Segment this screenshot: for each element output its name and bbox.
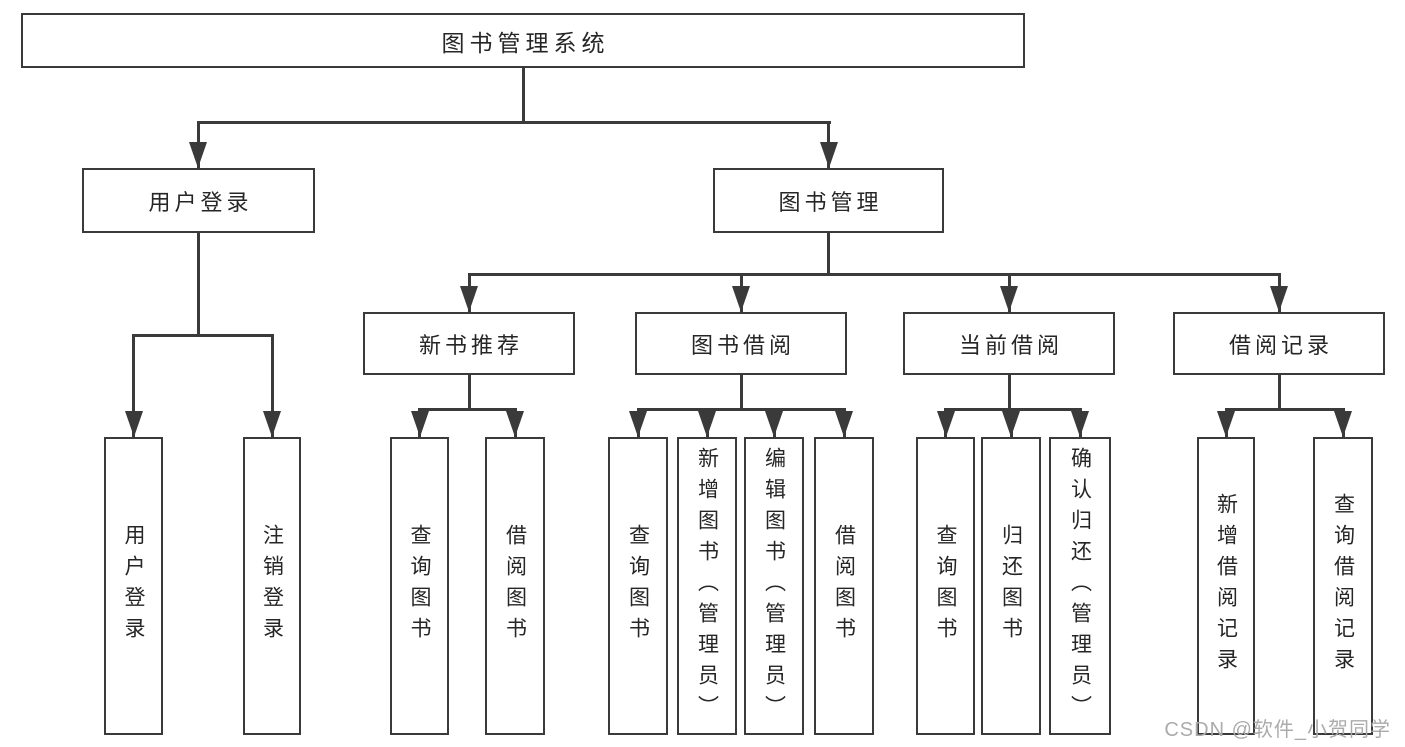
node-borrow-records: 借阅记录 <box>1173 312 1385 375</box>
node-label: 编辑图书（管理员） <box>762 446 786 726</box>
leaf-user-login: 用户登录 <box>104 437 163 735</box>
leaf-return-books: 归还图书 <box>981 437 1041 735</box>
node-label: 用户登录 <box>148 189 253 215</box>
connector <box>418 408 517 411</box>
leaf-add-borrow-record: 新增借阅记录 <box>1197 437 1255 735</box>
node-root: 图书管理系统 <box>21 13 1025 68</box>
connector <box>132 334 135 437</box>
arrowhead-icon <box>460 286 478 312</box>
node-label: 当前借阅 <box>958 332 1063 358</box>
node-label: 查询图书 <box>934 524 957 648</box>
leaf-add-book-admin: 新增图书（管理员） <box>677 437 737 735</box>
connector <box>467 273 1281 276</box>
node-label: 图书管理 <box>778 189 883 215</box>
arrowhead-icon <box>629 411 647 437</box>
arrowhead-icon <box>698 411 716 437</box>
arrowhead-icon <box>1334 411 1352 437</box>
node-label: 用户登录 <box>122 524 145 648</box>
node-new-book-recommend: 新书推荐 <box>363 312 575 375</box>
node-label: 确认归还（管理员） <box>1068 446 1092 726</box>
arrowhead-icon <box>1217 411 1235 437</box>
connector <box>521 66 525 123</box>
connector <box>1224 408 1345 411</box>
node-label: 借阅图书 <box>503 524 527 648</box>
arrowhead-icon <box>263 411 281 437</box>
node-current-borrow: 当前借阅 <box>903 312 1115 375</box>
node-label: 注销登录 <box>260 524 284 648</box>
arrowhead-icon <box>410 411 429 437</box>
leaf-edit-book-admin: 编辑图书（管理员） <box>744 437 804 735</box>
arrowhead-icon <box>506 411 524 437</box>
node-label: 查询图书 <box>626 524 650 648</box>
arrowhead-icon <box>1000 286 1018 312</box>
arrowhead-icon <box>124 411 143 437</box>
node-label: 新增借阅记录 <box>1214 493 1238 679</box>
arrowhead-icon <box>189 142 207 168</box>
connector <box>132 334 273 337</box>
connector <box>1277 375 1281 411</box>
leaf-borrow-books-recommend: 借阅图书 <box>485 437 545 735</box>
connector <box>739 375 743 411</box>
connector <box>467 375 471 411</box>
node-label: 图书借阅 <box>690 332 795 358</box>
node-label: 图书管理系统 <box>441 29 610 56</box>
leaf-confirm-return-admin: 确认归还（管理员） <box>1049 437 1111 735</box>
node-user-login: 用户登录 <box>82 168 315 233</box>
node-book-management: 图书管理 <box>713 168 944 233</box>
connector <box>944 408 1081 411</box>
leaf-query-books-borrow: 查询图书 <box>608 437 668 735</box>
node-label: 查询借阅记录 <box>1331 493 1355 679</box>
leaf-query-books-recommend: 查询图书 <box>390 437 449 735</box>
connector <box>636 408 846 411</box>
arrowhead-icon <box>732 286 750 312</box>
connector <box>270 334 274 437</box>
arrowhead-icon <box>936 411 955 437</box>
arrowhead-icon <box>819 142 838 168</box>
csdn-watermark: CSDN @软件_小贺同学 <box>1164 719 1391 741</box>
node-label: 借阅图书 <box>832 524 856 648</box>
node-label: 新增图书（管理员） <box>695 446 719 726</box>
node-book-borrow: 图书借阅 <box>635 312 847 375</box>
node-label: 归还图书 <box>999 524 1023 648</box>
leaf-logout: 注销登录 <box>243 437 301 735</box>
connector <box>1007 375 1011 411</box>
arrowhead-icon <box>1002 411 1020 437</box>
arrowhead-icon <box>1071 411 1089 437</box>
connector <box>827 232 830 276</box>
connector <box>196 120 831 124</box>
arrowhead-icon <box>835 411 853 437</box>
node-label: 借阅记录 <box>1228 332 1333 358</box>
arrowhead-icon <box>765 411 783 437</box>
connector <box>197 232 200 337</box>
arrowhead-icon <box>1270 286 1288 312</box>
leaf-borrow-books: 借阅图书 <box>814 437 874 735</box>
leaf-query-books-current: 查询图书 <box>916 437 975 735</box>
node-label: 新书推荐 <box>418 332 523 358</box>
leaf-query-borrow-record: 查询借阅记录 <box>1313 437 1373 735</box>
node-label: 查询图书 <box>408 524 431 648</box>
